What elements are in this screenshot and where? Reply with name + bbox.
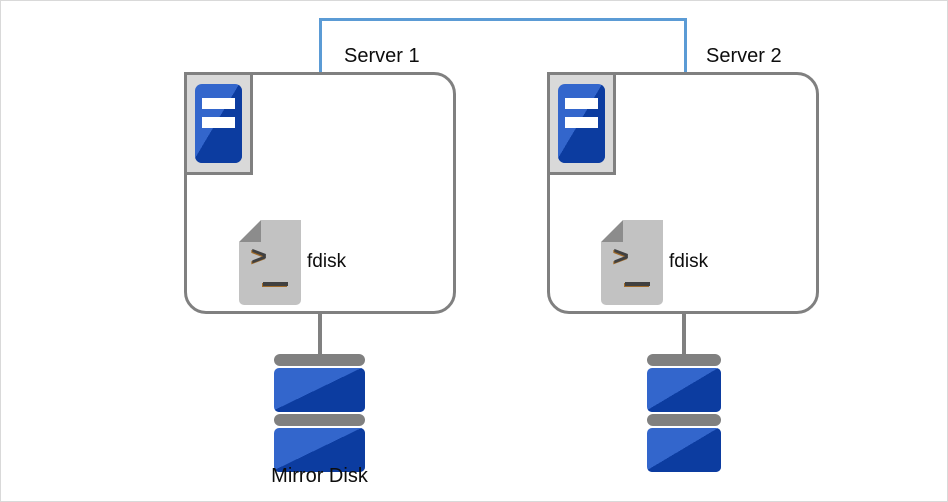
disk-cap-top [647,354,721,366]
interconnect-link-top [319,18,687,21]
disk-platter-2 [274,428,365,472]
server-unit-icon-body [558,84,605,163]
server-2-title: Server 2 [706,45,782,67]
server-1-disk-link [318,314,322,360]
server-1-fdisk-label: fdisk [307,251,347,272]
server-2-box [547,72,819,314]
server-2-disk-stack [647,354,721,474]
server-1-disk-stack: Mirror Disk [271,354,368,486]
prompt-caret-icon: > [613,244,630,274]
server-unit-icon-body [195,84,242,163]
server-1-title: Server 1 [344,45,420,67]
disk-platter-1 [647,368,721,412]
terminal-document-icon: > [239,220,301,305]
disk-platter-1-shade [647,368,721,412]
interconnect-link-right [684,18,687,74]
disk-platter-2 [647,428,721,472]
prompt-caret-icon: > [251,244,268,274]
interconnect-link-left [319,18,322,74]
disk-cap-middle [647,414,721,426]
server-unit-icon-slot-1 [202,98,235,109]
disk-platter-2-shade [647,428,721,472]
server-2-fdisk-label: fdisk [669,251,709,272]
server-unit-icon-slot-2 [202,117,235,128]
disk-platter-2-shade [274,428,365,472]
server-unit-icon-slot-1 [565,98,598,109]
server-unit-icon [547,72,616,175]
terminal-document-icon: > [601,220,663,305]
server-unit-icon-slot-2 [565,117,598,128]
disk-platter-1-shade [274,368,365,412]
server-unit-icon [184,72,253,175]
server-2-disk-link [682,314,686,360]
disk-cap-middle [274,414,365,426]
mirror-disk-label: Mirror Disk [271,465,368,487]
prompt-cursor-icon [625,282,650,286]
disk-cap-top [274,354,365,366]
disk-platter-1 [274,368,365,412]
prompt-cursor-icon [263,282,288,286]
